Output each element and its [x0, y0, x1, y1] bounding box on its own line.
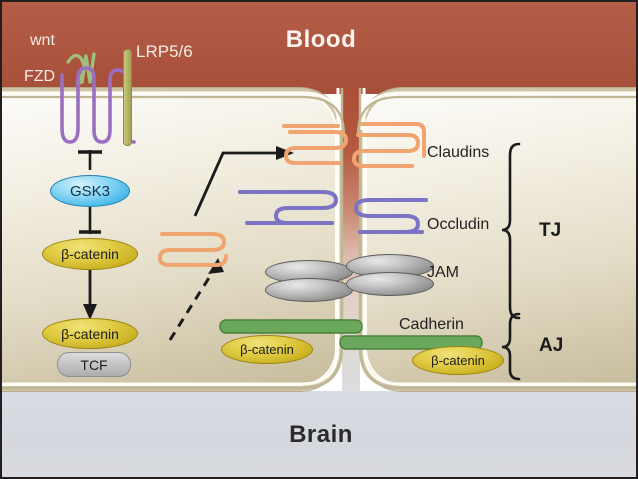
beta-catenin-left-aj-node: β-catenin	[221, 335, 313, 364]
lrp-label: LRP5/6	[136, 42, 193, 61]
brace-tj-icon	[501, 142, 521, 320]
beta-catenin-right-aj-label: β-catenin	[431, 353, 485, 368]
claudins-label: Claudins	[427, 144, 490, 161]
tcf-label: TCF	[80, 356, 108, 373]
beta-catenin-node: β-catenin	[42, 238, 138, 270]
beta-catenin-left-aj-label: β-catenin	[240, 342, 294, 357]
jam-label: JAM	[427, 264, 459, 281]
beta-catenin-nuclear-node: β-catenin	[42, 318, 138, 349]
blood-shading	[2, 2, 636, 94]
fzd-label: FZD	[24, 68, 56, 85]
jam-ellipse-right-lower	[346, 272, 434, 296]
beta-catenin-label: β-catenin	[61, 246, 119, 262]
lrp-bar-icon	[123, 49, 132, 146]
claudins-icon	[282, 122, 426, 168]
tcf-node: TCF	[57, 352, 131, 377]
free-claudin-icon	[157, 232, 228, 267]
brace-tj-label: TJ	[539, 220, 562, 241]
blood-label: Blood	[285, 26, 357, 53]
beta-catenin-right-aj-node: β-catenin	[412, 346, 504, 375]
gsk3-inhibits-betacatenin	[79, 207, 101, 234]
jam-ellipse-left-lower	[265, 278, 353, 302]
beta-catenin-nuclear-label: β-catenin	[61, 325, 119, 342]
occludin-icon	[238, 190, 428, 234]
betacatenin-to-nucleus	[83, 270, 97, 320]
gsk3-node: GSK3	[50, 175, 130, 207]
wnt-label: wnt	[30, 32, 55, 49]
cadherin-label: Cadherin	[399, 316, 464, 333]
occludin-label: Occludin	[427, 216, 490, 233]
brace-aj-icon	[501, 312, 521, 381]
gsk3-label: GSK3	[69, 182, 111, 200]
fzd-inhibits-gsk3	[78, 150, 102, 170]
free-claudin-to-junction	[193, 146, 294, 217]
brace-aj-label: AJ	[539, 335, 564, 356]
blood-compartment	[2, 2, 636, 94]
brain-label: Brain	[289, 421, 353, 448]
brain-compartment	[2, 391, 636, 477]
nucleus-to-claudin	[168, 258, 224, 341]
